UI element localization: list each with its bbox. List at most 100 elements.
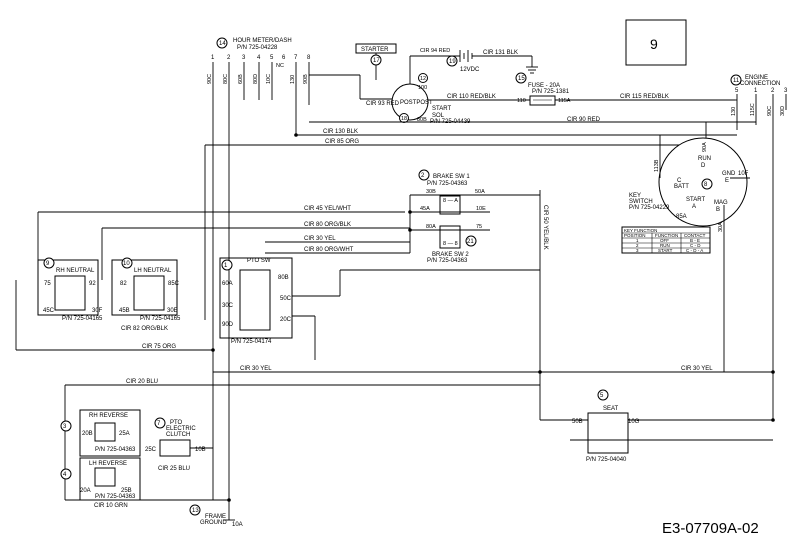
- svg-text:4: 4: [257, 55, 261, 61]
- callout-13: [189, 504, 201, 516]
- cir-30b: CIR 30 YEL: [240, 366, 272, 372]
- svg-text:STARTER: STARTER: [361, 47, 389, 53]
- svg-text:MAG: MAG: [714, 200, 728, 206]
- svg-text:10B: 10B: [195, 447, 206, 453]
- svg-text:SOL: SOL: [432, 113, 445, 119]
- svg-text:2: 2: [771, 88, 775, 94]
- svg-text:10G: 10G: [628, 419, 640, 425]
- callout-8: [701, 178, 713, 190]
- svg-text:25B: 25B: [121, 488, 132, 494]
- harness-wires: [15, 121, 773, 501]
- hour-meter-pins: 1 2 3 4 5 6 7 8 NC: [211, 55, 311, 69]
- callout-11: [730, 74, 742, 86]
- svg-text:LH NEUTRAL: LH NEUTRAL: [134, 268, 172, 274]
- lh-reverse-switch: [94, 467, 116, 487]
- svg-text:82: 82: [120, 281, 127, 287]
- seat-switch-box: [587, 412, 629, 454]
- callout-14: [216, 37, 228, 49]
- svg-text:SWITCH: SWITCH: [629, 199, 653, 205]
- svg-text:90B: 90B: [303, 74, 309, 84]
- svg-text:75: 75: [476, 224, 482, 230]
- hour-meter-wires: [212, 62, 310, 500]
- svg-text:115A: 115A: [558, 98, 571, 104]
- svg-text:7: 7: [157, 421, 161, 427]
- svg-text:1: 1: [636, 238, 639, 243]
- callout-21: [465, 235, 477, 247]
- svg-text:PTO: PTO: [170, 420, 183, 426]
- cir-30c: CIR 30 YEL: [681, 366, 713, 372]
- svg-text:90D: 90D: [222, 322, 234, 328]
- callout-10: [121, 257, 133, 269]
- svg-text:130: 130: [731, 107, 737, 116]
- svg-text:P/N 725-04165: P/N 725-04165: [140, 316, 181, 322]
- svg-text:E: E: [725, 178, 729, 184]
- engine-wires: [735, 94, 787, 420]
- svg-text:50B: 50B: [572, 419, 583, 425]
- callout-15: [515, 72, 527, 84]
- cir-110: CIR 110 RED/BLK: [447, 94, 496, 100]
- svg-text:50A: 50A: [475, 189, 485, 195]
- brake-switch-2: [439, 225, 461, 249]
- cir-93: CIR 93 RED: [366, 101, 400, 107]
- lh-neutral-switch: [133, 275, 165, 311]
- svg-text:30D: 30D: [780, 106, 786, 116]
- svg-text:80B: 80B: [417, 117, 427, 123]
- svg-text:10C: 10C: [266, 74, 272, 84]
- svg-text:45A: 45A: [420, 206, 430, 212]
- cir-10: CIR 10 GRN: [94, 503, 128, 509]
- callout-4: [60, 468, 72, 480]
- cir-80w: CIR 80 ORG/WHT: [304, 247, 354, 253]
- callout-5: [597, 389, 609, 401]
- callout-7: [154, 417, 166, 429]
- svg-text:2: 2: [636, 243, 639, 248]
- svg-text:92: 92: [89, 281, 96, 287]
- svg-text:110: 110: [517, 98, 526, 104]
- svg-text:FUSE - 20A: FUSE - 20A: [528, 83, 560, 89]
- svg-text:17: 17: [373, 58, 380, 64]
- pto-switch-box: [219, 257, 293, 339]
- drawing-number: E3-07709A-02: [662, 520, 759, 533]
- svg-text:1: 1: [224, 263, 228, 269]
- svg-text:8: 8: [704, 182, 708, 188]
- svg-text:ELECTRIC: ELECTRIC: [166, 426, 196, 432]
- cir-82: CIR 82 ORG/BLK: [121, 326, 168, 332]
- svg-text:BRAKE SW 2: BRAKE SW 2: [432, 252, 469, 258]
- svg-text:SEAT: SEAT: [603, 406, 619, 412]
- hour-meter-wire-labels: 90C 80C 60B 80D 10C 130 90B: [207, 74, 309, 84]
- svg-text:3: 3: [63, 424, 67, 430]
- cir-45: CIR 45 YEL/WHT: [304, 206, 351, 212]
- svg-text:12: 12: [420, 76, 426, 82]
- svg-text:19: 19: [449, 59, 456, 65]
- svg-text:D: D: [701, 163, 706, 169]
- svg-text:FUNCTION: FUNCTION: [655, 233, 678, 238]
- svg-text:FRAME: FRAME: [205, 514, 226, 520]
- svg-text:30B: 30B: [426, 189, 436, 195]
- svg-text:30A: 30A: [718, 222, 724, 232]
- svg-text:GND: GND: [722, 171, 736, 177]
- svg-text:8 — A: 8 — A: [443, 198, 458, 204]
- pto-clutch-box: [159, 439, 191, 457]
- rh-neutral-box: [37, 259, 99, 316]
- junction-dots: [211, 133, 775, 502]
- svg-text:B: B: [716, 207, 720, 213]
- svg-text:18: 18: [401, 116, 407, 122]
- cir-85: CIR 85 ORG: [325, 139, 359, 145]
- svg-text:P/N 725-04363: P/N 725-04363: [95, 447, 136, 453]
- svg-text:LH REVERSE: LH REVERSE: [89, 461, 127, 467]
- svg-text:8 — 8: 8 — 8: [443, 241, 458, 247]
- lh-reverse-box: [79, 457, 141, 501]
- svg-text:5: 5: [735, 88, 739, 94]
- svg-text:6: 6: [282, 55, 286, 61]
- svg-text:100: 100: [418, 85, 427, 91]
- svg-text:3: 3: [636, 248, 639, 253]
- svg-text:45C: 45C: [43, 308, 55, 314]
- callout-19: [446, 55, 458, 67]
- callout-2: [418, 169, 430, 181]
- svg-text:3: 3: [242, 55, 246, 61]
- callout-12: [418, 73, 428, 83]
- fuse-box: [529, 95, 556, 106]
- svg-text:10: 10: [123, 261, 130, 267]
- svg-text:CLUTCH: CLUTCH: [166, 432, 190, 438]
- svg-text:POSTPOST: POSTPOST: [400, 100, 433, 106]
- pto-switch: [239, 269, 271, 331]
